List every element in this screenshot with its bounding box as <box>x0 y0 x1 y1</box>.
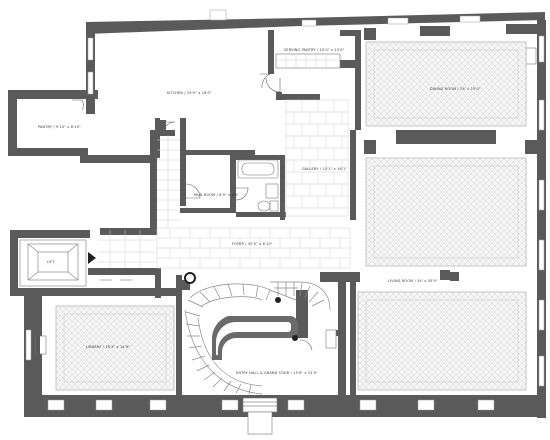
door-swings <box>72 73 313 351</box>
living-rug-south <box>357 291 527 391</box>
entry-steps <box>242 397 278 435</box>
bath-fixtures <box>237 159 279 212</box>
label-lift: LIFT <box>47 260 55 264</box>
interior-walls <box>42 24 537 400</box>
label-dining-room: DINING ROOM / 24' x 15'0" <box>430 87 481 91</box>
label-library: LIBRARY / 16'3" x 14'9" <box>86 345 130 349</box>
label-living-room: LIVING ROOM / 34' x 30'0" <box>388 279 438 283</box>
dining-rug <box>365 41 527 127</box>
foyer-tile <box>98 227 351 269</box>
fireplaces <box>35 47 537 356</box>
label-kitchen: KITCHEN / 25'0" x 18'0" <box>167 91 212 95</box>
column <box>450 272 459 281</box>
living-rug-north <box>365 157 527 267</box>
label-mud-room: MUD ROOM / 8'0" x 8'0" <box>194 193 239 197</box>
gallery-tile <box>285 99 349 217</box>
label-gallery: GALLERY / 13'1" x 16'1" <box>302 167 347 171</box>
mudroom-tile <box>157 135 180 228</box>
lift-arrow-icon <box>88 252 96 264</box>
label-pantry: PANTRY / 9'10" x 8'10" <box>38 125 81 129</box>
grand-stair <box>184 272 331 395</box>
windows <box>25 9 545 411</box>
library-rug <box>55 305 175 391</box>
label-entry-hall: ENTRY HALL & GRAND STAIR / 15'9" x 15'0" <box>236 371 318 375</box>
rugs <box>55 41 527 391</box>
label-foyer: FOYER / 30'0" x 6'10" <box>232 242 273 246</box>
lift-car <box>19 239 87 287</box>
pantry-counter <box>275 53 341 69</box>
room-labels: KITCHEN / 25'0" x 18'0" SERVING PANTRY /… <box>38 48 481 375</box>
label-serving-pantry: SERVING PANTRY / 10'0" x 10'0" <box>284 48 345 52</box>
